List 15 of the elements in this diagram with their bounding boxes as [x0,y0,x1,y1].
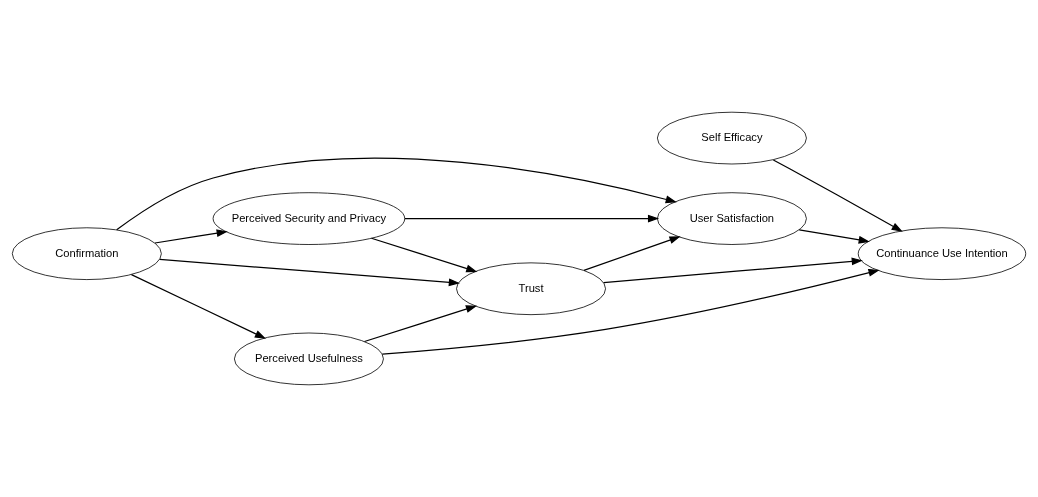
arrow [363,305,478,343]
arrow [772,159,903,232]
arrow [798,229,870,244]
arrow [404,214,660,223]
arrow [370,237,478,273]
node-ellipse: Perceived Security and Privacy [212,192,406,245]
arrow [583,236,681,271]
arrow [603,257,863,284]
node-ellipse: Self Efficacy [657,111,807,165]
arrow [154,229,228,244]
node-ellipse: Confirmation [11,227,162,280]
arrow [159,258,460,287]
arrow [130,274,266,339]
arrow [381,268,880,355]
arrow [116,157,677,231]
